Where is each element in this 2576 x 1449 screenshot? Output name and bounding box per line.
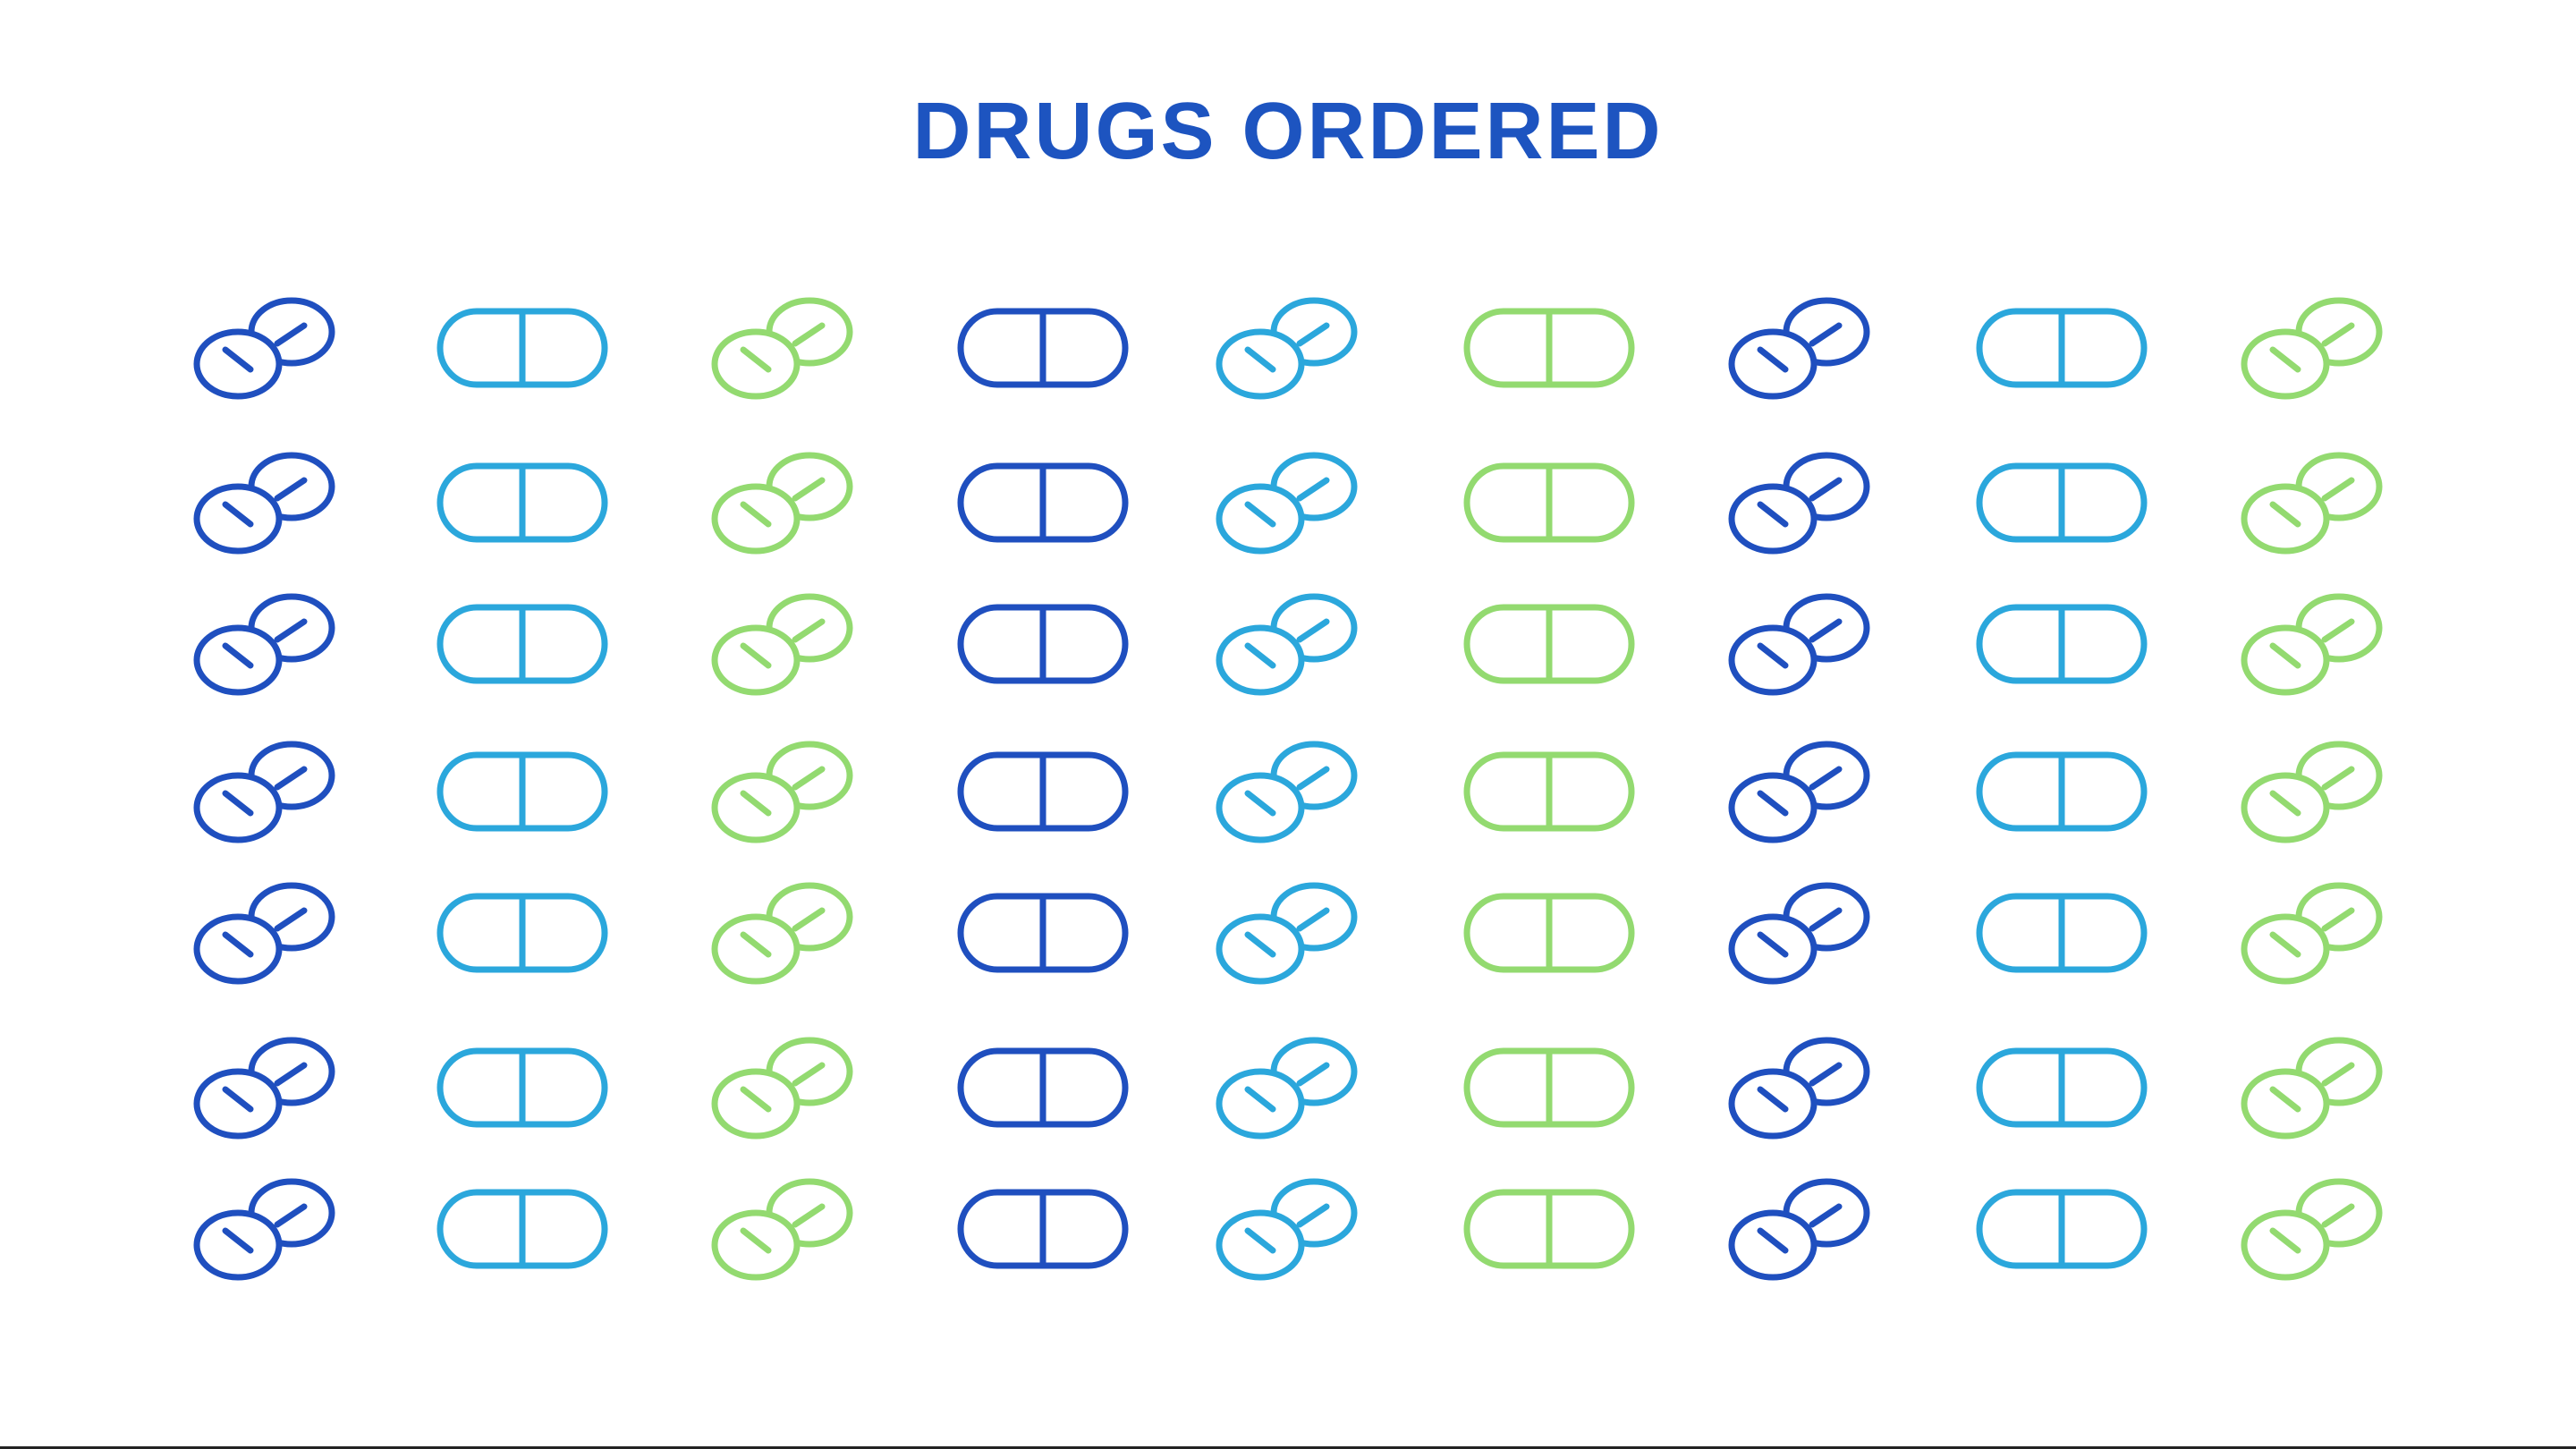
capsule-icon bbox=[436, 603, 609, 690]
capsule-icon bbox=[1975, 1046, 2148, 1133]
pills-icon bbox=[2239, 1175, 2391, 1287]
capsule-icon bbox=[956, 750, 1130, 837]
pills-icon bbox=[1214, 1175, 1366, 1287]
capsule-icon bbox=[1975, 462, 2148, 548]
pills-icon bbox=[1726, 1034, 1878, 1146]
pills-icon bbox=[191, 449, 343, 561]
capsule-icon bbox=[956, 603, 1130, 690]
pills-icon bbox=[1726, 590, 1878, 702]
capsule-icon bbox=[1462, 750, 1636, 837]
capsule-icon bbox=[1462, 1188, 1636, 1275]
pills-icon bbox=[1726, 449, 1878, 561]
pills-icon bbox=[709, 879, 861, 991]
pills-icon bbox=[1214, 294, 1366, 406]
capsule-icon bbox=[956, 462, 1130, 548]
pills-icon bbox=[2239, 590, 2391, 702]
pills-icon bbox=[191, 738, 343, 850]
capsule-icon bbox=[1462, 603, 1636, 690]
pills-icon bbox=[1726, 294, 1878, 406]
capsule-icon bbox=[436, 1188, 609, 1275]
capsule-icon bbox=[956, 1046, 1130, 1133]
pills-icon bbox=[709, 1034, 861, 1146]
capsule-icon bbox=[1975, 307, 2148, 394]
pills-icon bbox=[191, 1034, 343, 1146]
capsule-icon bbox=[436, 462, 609, 548]
capsule-icon bbox=[1975, 603, 2148, 690]
pills-icon bbox=[2239, 294, 2391, 406]
pills-icon bbox=[2239, 1034, 2391, 1146]
pills-icon bbox=[1214, 879, 1366, 991]
capsule-icon bbox=[436, 307, 609, 394]
capsule-icon bbox=[436, 750, 609, 837]
bottom-border bbox=[0, 1446, 2576, 1449]
pills-icon bbox=[2239, 879, 2391, 991]
pills-icon bbox=[1214, 449, 1366, 561]
capsule-icon bbox=[1462, 462, 1636, 548]
pills-icon bbox=[709, 1175, 861, 1287]
pills-icon bbox=[1726, 1175, 1878, 1287]
pills-icon bbox=[2239, 738, 2391, 850]
pills-icon bbox=[191, 879, 343, 991]
capsule-icon bbox=[956, 892, 1130, 979]
capsule-icon bbox=[1975, 1188, 2148, 1275]
pills-icon bbox=[2239, 449, 2391, 561]
pills-icon bbox=[1214, 738, 1366, 850]
capsule-icon bbox=[956, 1188, 1130, 1275]
pills-icon bbox=[191, 294, 343, 406]
pills-icon bbox=[709, 738, 861, 850]
capsule-icon bbox=[1462, 307, 1636, 394]
pills-icon bbox=[1726, 879, 1878, 991]
capsule-icon bbox=[436, 892, 609, 979]
pills-icon bbox=[709, 294, 861, 406]
pills-icon bbox=[191, 1175, 343, 1287]
pills-icon bbox=[709, 449, 861, 561]
capsule-icon bbox=[956, 307, 1130, 394]
pills-icon bbox=[1214, 590, 1366, 702]
capsule-icon bbox=[1975, 892, 2148, 979]
pills-icon bbox=[1214, 1034, 1366, 1146]
pills-icon bbox=[1726, 738, 1878, 850]
capsule-icon bbox=[1975, 750, 2148, 837]
pills-icon bbox=[191, 590, 343, 702]
capsule-icon bbox=[436, 1046, 609, 1133]
capsule-icon bbox=[1462, 892, 1636, 979]
capsule-icon bbox=[1462, 1046, 1636, 1133]
page-title: DRUGS ORDERED bbox=[912, 87, 1664, 176]
pills-icon bbox=[709, 590, 861, 702]
